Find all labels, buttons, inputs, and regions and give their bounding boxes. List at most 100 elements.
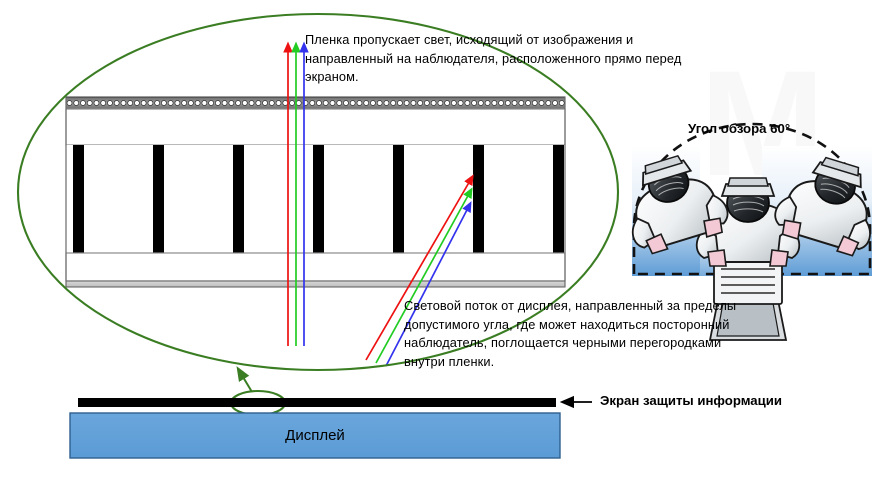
black-louver: [313, 145, 324, 253]
microbead: [430, 100, 437, 106]
microbead: [295, 100, 302, 106]
microbead: [167, 100, 174, 106]
microbead: [73, 100, 80, 106]
microbead: [504, 100, 511, 106]
microbead: [322, 100, 329, 106]
black-louver: [473, 145, 484, 253]
observer-scene: [631, 122, 872, 341]
microbead: [93, 100, 100, 106]
microbead: [383, 100, 390, 106]
transmitted-rays: [283, 41, 309, 346]
microbead: [100, 100, 107, 106]
microbead: [235, 100, 241, 106]
callout-connector: [236, 366, 253, 393]
black-louver: [153, 145, 164, 253]
black-louver: [233, 145, 244, 253]
microbead: [86, 100, 93, 106]
microbead: [531, 100, 538, 106]
microbead: [349, 100, 356, 106]
microbead: [181, 100, 187, 106]
microbead: [356, 100, 363, 106]
microbead: [451, 100, 457, 106]
microbead: [248, 100, 255, 106]
callout-ellipse-large: [16, 12, 620, 372]
microbead: [275, 100, 282, 106]
microbead: [498, 100, 504, 106]
caption-transmitted-light: Пленка пропускает свет, исходящий от изо…: [305, 32, 686, 85]
microbead: [221, 100, 228, 106]
microbead: [309, 100, 316, 106]
microbead: [282, 100, 289, 106]
microbead: [477, 100, 484, 106]
microbead: [127, 100, 134, 106]
microbead: [525, 100, 531, 106]
microbead: [410, 100, 417, 106]
microbead: [66, 100, 73, 106]
microbead: [403, 100, 410, 106]
microbead: [511, 100, 518, 106]
microbead: [424, 100, 430, 106]
caption-absorbed-light: Световой поток от дисплея, направленный …: [404, 298, 740, 369]
microbead: [457, 100, 464, 106]
microbead: [484, 100, 491, 106]
microbead: [316, 100, 322, 106]
display-label: Дисплей: [285, 427, 345, 444]
microbead: [390, 100, 397, 106]
microbead: [134, 100, 140, 106]
microbead: [538, 100, 545, 106]
film-lower-substrate: [65, 252, 566, 282]
microbead: [228, 100, 235, 106]
microbead: [174, 100, 181, 106]
microbead: [343, 100, 349, 106]
black-louver: [393, 145, 404, 253]
privacy-screen-bar: [78, 398, 556, 407]
privacy-screen-label: Экран защиты информации: [600, 393, 782, 408]
microbead: [444, 100, 450, 106]
film-cross-section: [65, 96, 566, 288]
microbead: [491, 100, 498, 106]
microbead: [188, 100, 194, 106]
microbead: [464, 100, 471, 106]
microbead: [80, 100, 86, 106]
microbead: [120, 100, 127, 106]
microbead: [208, 100, 214, 106]
black-louver: [553, 145, 564, 253]
microbead: [161, 100, 167, 106]
microbead: [518, 100, 525, 106]
film-adhesive-layer: [65, 280, 566, 288]
microbead: [417, 100, 423, 106]
microbead-row: [66, 100, 565, 106]
microbead: [215, 100, 221, 106]
microbead: [107, 100, 113, 106]
viewing-angle-label: Угол обзора 60°: [688, 121, 791, 136]
absorbed-rays: [365, 174, 474, 367]
microbead: [201, 100, 208, 106]
microbead: [329, 100, 336, 106]
microbead: [289, 100, 295, 106]
microbead: [268, 100, 275, 106]
louver-group: [73, 145, 564, 253]
microbead: [471, 100, 477, 106]
ray-blue-diagonal: [385, 201, 472, 367]
microbead: [113, 100, 120, 106]
ray-green-diagonal: [375, 187, 473, 364]
microbead: [255, 100, 262, 106]
black-louver: [73, 145, 84, 253]
microbead: [336, 100, 343, 106]
microbead: [370, 100, 376, 106]
microbead: [140, 100, 147, 106]
film-upper-substrate: [65, 108, 566, 146]
microbead: [552, 100, 558, 106]
microbead: [363, 100, 370, 106]
microbead: [397, 100, 403, 106]
observer-left: [631, 154, 729, 255]
microbead: [376, 100, 383, 106]
microbead: [241, 100, 248, 106]
microbead: [558, 100, 565, 106]
ray-red-diagonal: [365, 174, 474, 361]
observer-right: [774, 156, 871, 257]
microbead: [194, 100, 201, 106]
microbead: [154, 100, 161, 106]
